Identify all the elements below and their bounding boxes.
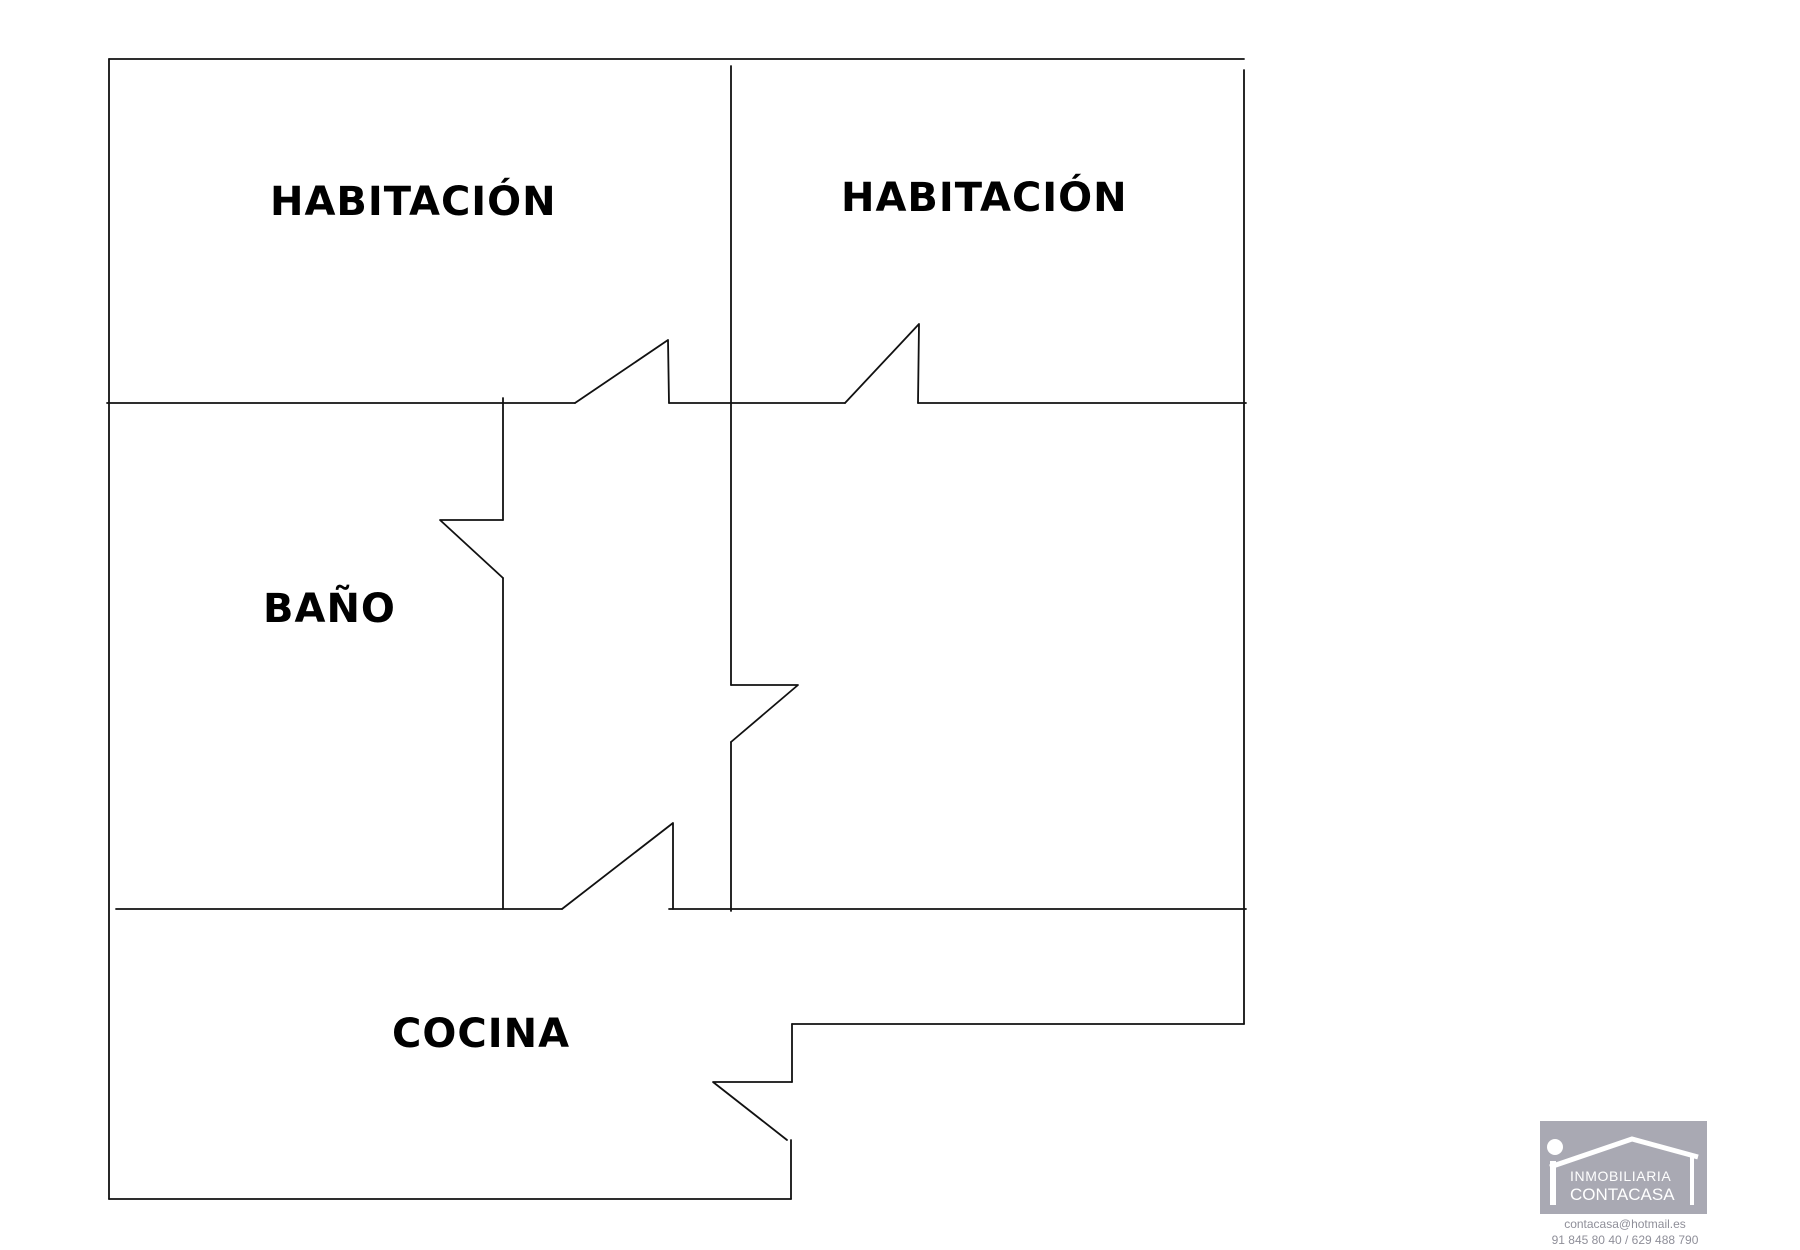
contact-phones: 91 845 80 40 / 629 488 790: [1551, 1233, 1699, 1247]
logo-line-1: INMOBILIARIA: [1570, 1168, 1672, 1184]
room-label-bathroom: BAÑO: [263, 586, 396, 632]
door-kitchen: [561, 822, 674, 910]
door-bathroom: [439, 519, 504, 579]
house-roof-icon: [1549, 1136, 1699, 1170]
door-bedroom-2: [844, 323, 920, 404]
door-bedroom-1: [574, 339, 670, 404]
contact-email: contacasa@hotmail.es: [1564, 1217, 1686, 1231]
door-right-room: [730, 684, 799, 743]
logo-line-2: CONTACASA: [1570, 1185, 1675, 1204]
door-kitchen-exit: [712, 1081, 793, 1141]
room-label-bedroom-1: HABITACIÓN: [270, 179, 557, 225]
agency-logo: INMOBILIARIA CONTACASA: [1540, 1121, 1707, 1214]
room-label-bedroom-2: HABITACIÓN: [841, 175, 1128, 221]
person-icon: [1547, 1139, 1563, 1155]
room-label-kitchen: COCINA: [392, 1011, 571, 1057]
